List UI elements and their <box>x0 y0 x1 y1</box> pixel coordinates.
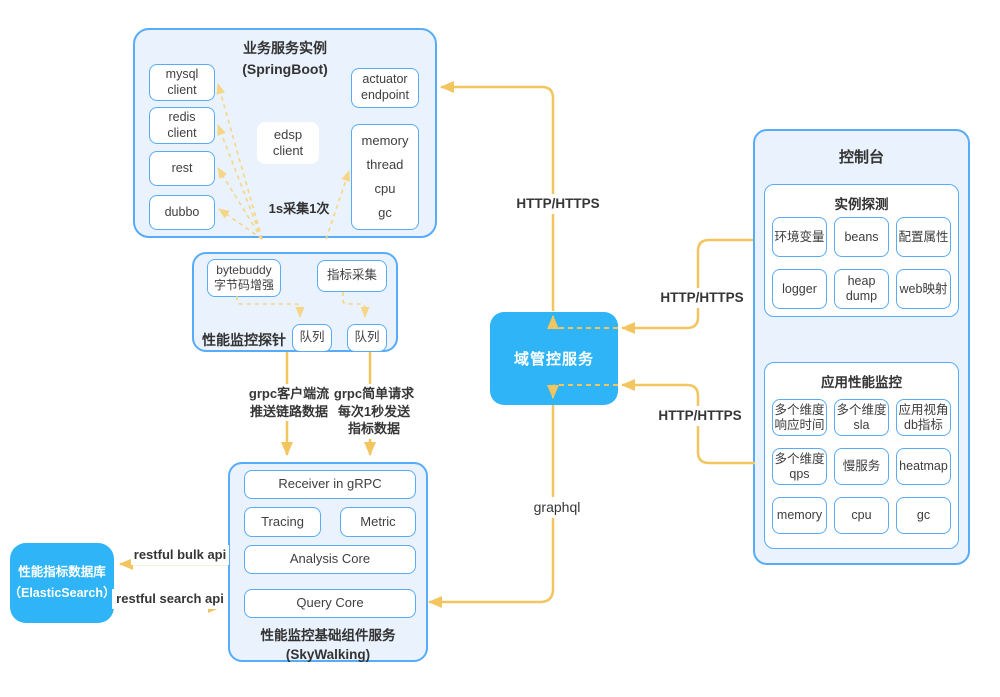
grpc-stream-label: grpc客户端流 推送链路数据 <box>243 384 335 422</box>
redis-client-box: redis client <box>149 107 215 144</box>
resp-time-box: 多个维度 响应时间 <box>772 399 827 436</box>
apm-grid-row2: 多个维度 qps 慢服务 heatmap <box>765 448 958 485</box>
logger-box: logger <box>772 269 827 309</box>
console-title: 控制台 <box>838 149 884 166</box>
queue-left-box: 队列 <box>292 324 332 352</box>
bulk-api-label: restful bulk api <box>131 545 229 565</box>
console-panel: 控制台 实例探测 环境变量 beans 配置属性 logger heap dum… <box>753 129 970 565</box>
arrow-console-to-domain-top <box>621 238 753 334</box>
skywalking-panel: Receiver in gRPC Tracing Metric Analysis… <box>228 462 428 662</box>
edsp-client-box: edsp client <box>257 122 319 164</box>
springboot-instance-panel: 业务服务实例 (SpringBoot) mysql client redis c… <box>133 28 437 238</box>
springboot-panel-title: 业务服务实例 (SpringBoot) <box>242 40 328 77</box>
query-core-box: Query Core <box>244 589 416 618</box>
analysis-core-box: Analysis Core <box>244 545 416 574</box>
metric-gc: gc <box>378 204 392 220</box>
apm-title: 应用性能监控 <box>821 375 902 390</box>
apm-grid-row3: memory cpu gc <box>765 497 958 534</box>
heap-dump-box: heap dump <box>834 269 889 309</box>
runtime-metrics-box: memory thread cpu gc <box>351 124 419 230</box>
instance-probe-grid-row1: 环境变量 beans 配置属性 <box>765 217 958 257</box>
env-vars-box: 环境变量 <box>772 217 827 257</box>
probe-panel-label: 性能监控探针 <box>202 332 286 348</box>
queue-right-box: 队列 <box>347 324 387 352</box>
search-api-label: restful search api <box>112 589 228 609</box>
bytebuddy-box: bytebuddy 字节码增强 <box>207 259 281 297</box>
instance-probe-grid-row2: logger heap dump web映射 <box>765 269 958 309</box>
web-mapping-box: web映射 <box>896 269 951 309</box>
receiver-grpc-box: Receiver in gRPC <box>244 470 416 499</box>
metric-cpu: cpu <box>374 180 396 196</box>
beans-box: beans <box>834 217 889 257</box>
sla-box: 多个维度 sla <box>834 399 889 436</box>
elasticsearch-box: 性能指标数据库 （ElasticSearch） <box>9 543 116 623</box>
runtime-metrics-list: memory thread cpu gc <box>362 129 409 225</box>
metric-thread: thread <box>366 156 404 172</box>
config-props-box: 配置属性 <box>896 217 951 257</box>
cpu-box: cpu <box>834 497 889 534</box>
performance-probe-panel: bytebuddy 字节码增强 指标采集 队列 队列 性能监控探针 <box>192 252 398 352</box>
metric-box: Metric <box>340 507 416 537</box>
metric-collect-box: 指标采集 <box>317 260 387 292</box>
graphql-label: graphql <box>527 497 587 518</box>
db-metric-box: 应用视角 db指标 <box>896 399 951 436</box>
mysql-client-box: mysql client <box>149 64 215 101</box>
skywalking-title: 性能监控基础组件服务 (SkyWalking) <box>260 628 396 662</box>
metric-memory: memory <box>361 132 409 148</box>
instance-probe-panel: 实例探测 环境变量 beans 配置属性 logger heap dump we… <box>764 184 959 317</box>
slow-service-box: 慢服务 <box>834 448 889 485</box>
domain-control-service-box: 域管控服务 <box>490 312 618 405</box>
http-label-top: HTTP/HTTPS <box>510 194 606 215</box>
grpc-simple-label: grpc简单请求 每次1秒发送 指标数据 <box>330 384 418 439</box>
tracing-box: Tracing <box>244 507 321 537</box>
memory-box: memory <box>772 497 827 534</box>
instance-probe-title: 实例探测 <box>834 197 889 212</box>
http-label-mid: HTTP/HTTPS <box>656 288 748 309</box>
gc-box: gc <box>896 497 951 534</box>
heatmap-box: heatmap <box>896 448 951 485</box>
rest-box: rest <box>149 151 215 186</box>
http-label-bottom: HTTP/HTTPS <box>654 406 746 427</box>
apm-panel: 应用性能监控 多个维度 响应时间 多个维度 sla 应用视角 db指标 多个维度… <box>764 362 959 549</box>
qps-box: 多个维度 qps <box>772 448 827 485</box>
dubbo-box: dubbo <box>149 195 215 230</box>
actuator-endpoint-box: actuator endpoint <box>351 68 419 108</box>
sample-rate-note: 1s采集1次 <box>268 201 330 216</box>
apm-grid-row1: 多个维度 响应时间 多个维度 sla 应用视角 db指标 <box>765 399 958 436</box>
